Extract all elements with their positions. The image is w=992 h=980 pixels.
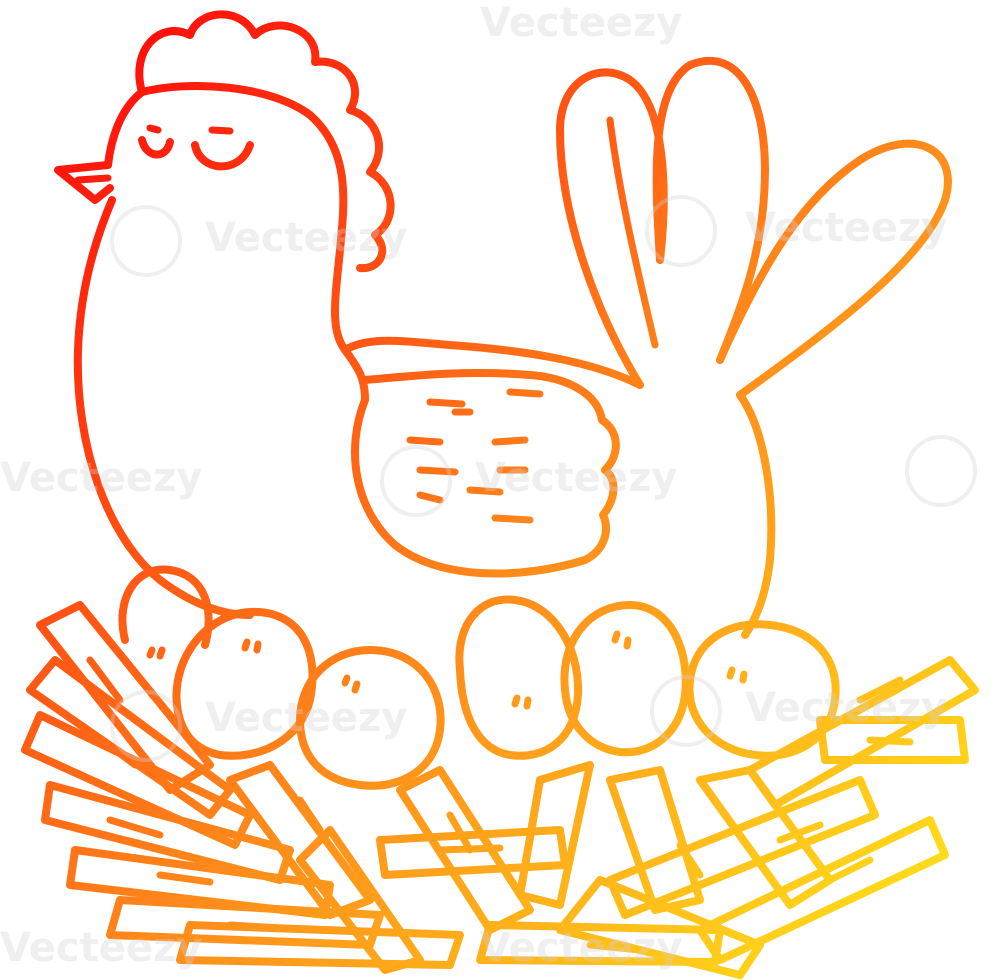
egg-center-left <box>296 646 445 790</box>
hen-back <box>341 336 644 389</box>
hen-head-body-outline <box>73 82 349 619</box>
hen-forehead <box>104 88 146 169</box>
egg-center-right <box>560 601 690 757</box>
nest-stick-details <box>86 656 914 954</box>
hen-eyelash-right <box>208 126 234 135</box>
egg-left <box>172 607 317 760</box>
hen-eye-left <box>138 136 174 159</box>
egg-left-back <box>118 565 213 649</box>
hen-beak <box>54 161 114 204</box>
hen-tail-feather-2 <box>652 56 769 364</box>
nest-sticks <box>21 601 979 979</box>
hen-wing <box>341 346 620 578</box>
hen-tail-feather-3 <box>716 139 952 399</box>
hen-beak-line <box>74 174 112 184</box>
hen-eyelash-left <box>146 124 162 134</box>
egg-center <box>455 595 583 760</box>
egg-right <box>685 620 840 760</box>
hen-tail-inner-line <box>606 116 659 349</box>
hen-eye-right <box>191 141 254 171</box>
wing-feather-marks <box>406 388 544 524</box>
hen-tail-feather-1 <box>556 68 668 389</box>
hen-comb <box>135 10 395 273</box>
egg-speckles <box>146 630 748 710</box>
hen-rear-body <box>736 391 776 639</box>
